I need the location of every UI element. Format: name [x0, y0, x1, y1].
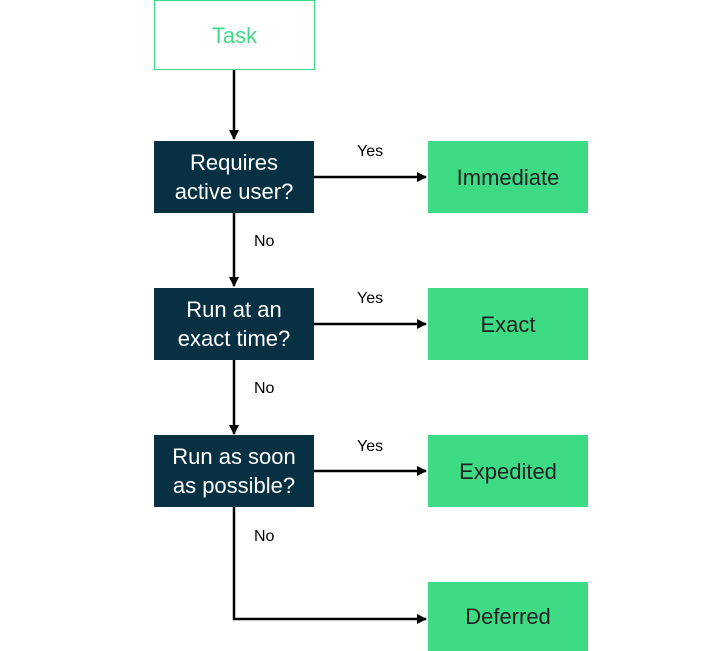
task-node: Task	[154, 0, 315, 70]
arrow-decision-3-to-deferred	[232, 507, 427, 624]
no-label-2: No	[254, 380, 275, 397]
no-label-3: No	[254, 528, 275, 545]
decision-run-at-exact-time: Run at an exact time?	[154, 288, 314, 360]
yes-label-2: Yes	[357, 290, 384, 307]
decision-run-as-soon-as-possible: Run as soon as possible?	[154, 435, 314, 507]
outcome-expedited: Expedited	[428, 435, 588, 507]
yes-label-1: Yes	[357, 143, 384, 160]
outcome-deferred: Deferred	[428, 582, 588, 651]
yes-label-3: Yes	[357, 438, 384, 455]
decision-requires-active-user: Requires active user?	[154, 141, 314, 213]
no-label-1: No	[254, 233, 275, 250]
outcome-exact: Exact	[428, 288, 588, 360]
outcome-immediate: Immediate	[428, 141, 588, 213]
